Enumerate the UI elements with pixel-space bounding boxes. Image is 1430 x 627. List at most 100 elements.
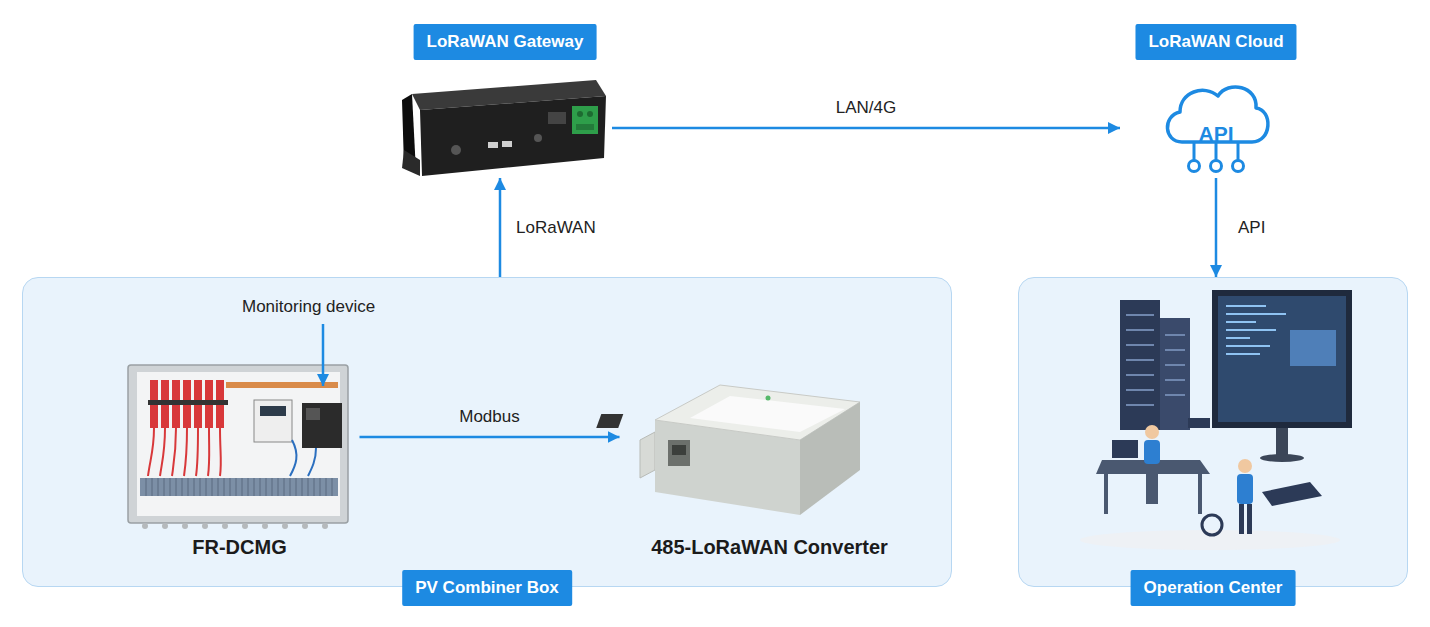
operation-scene-part xyxy=(1188,418,1210,428)
converter-device-part xyxy=(596,414,623,428)
gateway-device xyxy=(402,80,606,176)
operation-scene-part xyxy=(1237,474,1253,504)
combiner-cabinet-part xyxy=(302,523,308,529)
converter-device-part xyxy=(672,445,686,455)
gateway-device-part xyxy=(488,142,498,148)
combiner-cabinet-part xyxy=(194,380,202,428)
gateway-device-part xyxy=(587,111,593,117)
operation-scene xyxy=(1080,290,1352,550)
operation-scene-part xyxy=(1112,440,1138,458)
gateway-device-part xyxy=(451,145,461,155)
panel-badge: PV Combiner Box xyxy=(402,570,572,606)
combiner-cabinet-part xyxy=(205,380,213,428)
operation-scene-part xyxy=(1238,459,1252,473)
panel-badge: Operation Center xyxy=(1131,570,1296,606)
converter-device-part xyxy=(800,402,860,515)
monitoring-leader xyxy=(323,324,324,386)
monitoring-leader-part xyxy=(322,324,325,386)
combiner-cabinet-part xyxy=(282,523,288,529)
combiner-cabinet-part xyxy=(148,428,221,476)
combiner-cabinet-part xyxy=(226,382,338,388)
combiner-cabinet-part xyxy=(146,478,332,496)
combiner-cabinet-part xyxy=(216,380,224,428)
combiner-cabinet-part xyxy=(262,523,268,529)
combiner-cabinet-part xyxy=(290,440,316,476)
combiner-cabinet-part xyxy=(182,523,188,529)
flow-arrow xyxy=(499,178,502,277)
operation-scene-part xyxy=(1198,474,1202,514)
converter-device-part xyxy=(668,440,690,466)
combiner-cabinet-part xyxy=(202,523,208,529)
converter-device-part xyxy=(766,396,771,401)
gateway-device-part xyxy=(412,80,606,110)
operation-scene-part xyxy=(1290,330,1336,366)
operation-scene-part xyxy=(1146,474,1158,504)
gateway-device-part xyxy=(502,141,512,147)
operation-scene-part xyxy=(1080,530,1340,550)
cloud-icon-part xyxy=(1215,142,1218,160)
cloud-icon-part xyxy=(1193,142,1196,160)
gateway-device-part xyxy=(420,96,606,176)
operation-scene-part xyxy=(1260,454,1304,462)
combiner-cabinet-part xyxy=(242,523,248,529)
combiner-cabinet-part xyxy=(142,523,148,529)
combiner-cabinet xyxy=(128,365,348,529)
operation-scene-part xyxy=(1239,504,1244,534)
combiner-cabinet-part xyxy=(302,403,342,448)
edge-label: LoRaWAN xyxy=(516,218,596,238)
device-node: 485-LoRaWAN Converter xyxy=(620,370,920,565)
operation-scene-part xyxy=(1276,428,1288,456)
converter-device-part xyxy=(655,385,860,440)
operation-scene-part xyxy=(1202,515,1222,535)
gateway-device-part xyxy=(548,112,566,124)
operation-scene-part xyxy=(1120,300,1160,430)
combiner-cabinet-part xyxy=(150,380,158,428)
operation-panel: Operation Center xyxy=(1018,277,1408,587)
operation-scene-part xyxy=(1104,474,1108,514)
combiner-cabinet-part xyxy=(140,478,338,496)
converter-device-part xyxy=(640,432,655,478)
combiner-cabinet-part xyxy=(222,523,228,529)
combiner-cabinet-part xyxy=(260,406,286,416)
operation-scene-part xyxy=(1262,482,1322,506)
device-node: FR-DCMG xyxy=(120,360,360,565)
combiner-cabinet-part xyxy=(161,380,169,428)
combiner-cabinet-part xyxy=(306,408,320,420)
operation-scene-part xyxy=(1247,504,1252,534)
converter-device-part xyxy=(690,396,845,432)
title-badge: LoRaWAN Cloud xyxy=(1135,24,1296,60)
cloud-icon-part xyxy=(1211,161,1222,172)
edge-label: LAN/4G xyxy=(836,98,896,118)
cloud-node: LoRaWAN CloudAPI xyxy=(1120,22,1312,178)
operation-scene-part xyxy=(1160,318,1190,430)
callout-label: Monitoring device xyxy=(242,297,375,317)
flow-arrow xyxy=(1215,178,1218,277)
combiner-cabinet-part xyxy=(254,400,292,442)
gateway-device-part xyxy=(534,134,542,142)
gateway-device-part xyxy=(577,111,583,117)
cloud-icon xyxy=(1167,87,1267,172)
combiner-cabinet-part xyxy=(148,400,228,405)
gateway-device-part xyxy=(572,106,598,134)
device-caption: FR-DCMG xyxy=(192,536,286,559)
cloud-icon-part xyxy=(1167,87,1267,142)
cloud-icon-part xyxy=(1237,142,1240,160)
gateway-node: LoRaWAN Gateway xyxy=(398,22,612,178)
converter-device-part xyxy=(655,420,800,515)
combiner-cabinet-part xyxy=(322,523,328,529)
converter-device xyxy=(596,385,860,515)
gateway-device-part xyxy=(402,94,416,172)
operation-scene-part xyxy=(1145,425,1159,439)
flow-arrow xyxy=(612,127,1120,130)
gateway-device-part xyxy=(576,124,594,130)
edge-label: API xyxy=(1238,218,1265,238)
cloud-text: API xyxy=(1198,122,1233,146)
combiner-cabinet-part xyxy=(128,365,348,523)
operation-scene-part xyxy=(1226,306,1286,354)
cloud-icon-part xyxy=(1189,161,1200,172)
combiner-cabinet-part xyxy=(162,523,168,529)
operation-scene-part xyxy=(1212,290,1352,428)
